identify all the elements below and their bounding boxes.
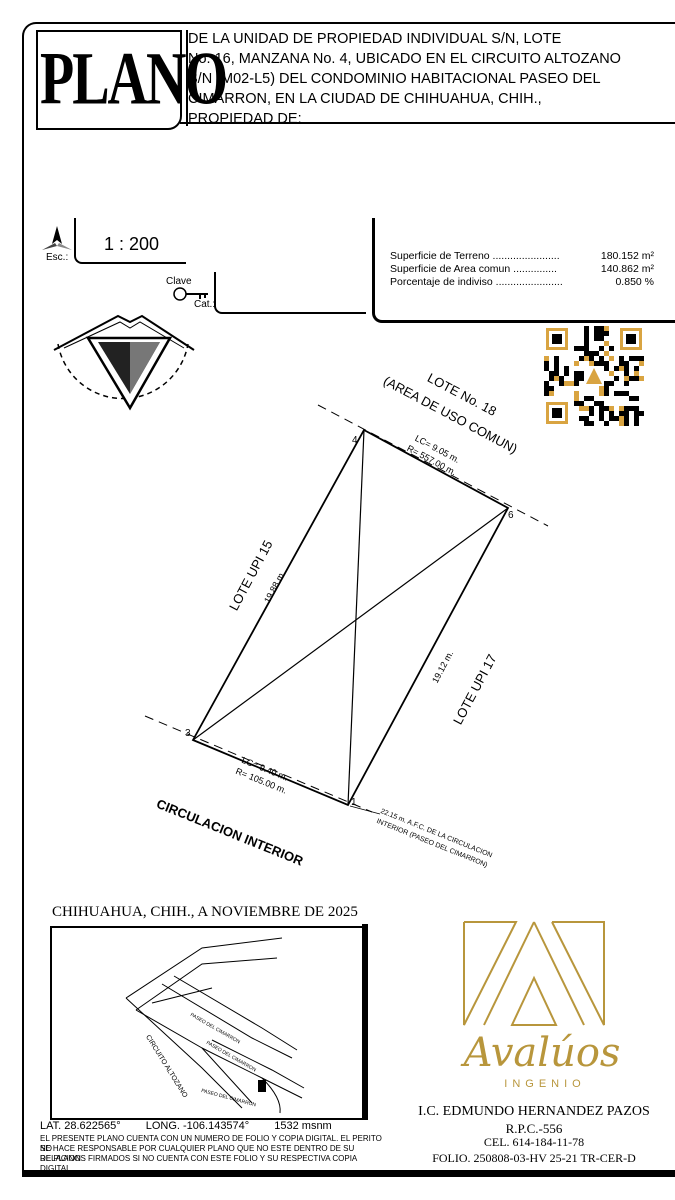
area-label: Porcentaje de indiviso .................…	[390, 276, 563, 288]
coords-row: LAT. 28.622565° LONG. -106.143574° 1532 …	[40, 1120, 332, 1132]
header-divider	[186, 30, 188, 126]
vertex-label-1: 1	[351, 797, 357, 808]
longitude: LONG. -106.143574°	[145, 1120, 250, 1132]
header-line-4: CIMARRON, EN LA CIUDAD DE CHIHUAHUA, CHI…	[188, 91, 542, 107]
area-label: Superficie de Area comun ...............	[390, 263, 557, 275]
vertex-label-4: 4	[352, 435, 358, 446]
signer-cel: CEL. 614-184-11-78	[483, 1135, 585, 1149]
plano-title: PLANO	[40, 37, 228, 122]
disclaimer-line-3: DE PLANOS FIRMADOS SI NO CUENTA CON ESTE…	[40, 1154, 357, 1173]
map-shadow	[362, 924, 368, 1120]
area-value: 140.862 m²	[600, 263, 654, 275]
vertex-label-6: 6	[508, 510, 514, 521]
header-line-3: S/N (M02-L5) DEL CONDOMINIO HABITACIONAL…	[188, 71, 601, 87]
area-row-comun: Superficie de Area comun ...............…	[390, 263, 654, 275]
area-box	[372, 218, 675, 323]
header-line-1: DE LA UNIDAD DE PROPIEDAD INDIVIDUAL S/N…	[188, 31, 562, 47]
signer-rpc: R.P.C.-556	[505, 1121, 563, 1136]
plano-title-box	[36, 30, 182, 130]
scale-box	[74, 218, 186, 264]
disclaimer-line-2: SE HACE RESPONSABLE POR CUALQUIER PLANO …	[40, 1144, 355, 1163]
altitude: 1532 msnm	[274, 1120, 332, 1132]
area-value: 0.850 %	[615, 276, 654, 288]
scale-label: Esc.:	[46, 252, 69, 263]
page-frame	[22, 22, 675, 1172]
cat-box	[214, 272, 366, 314]
area-row-indiviso: Porcentaje de indiviso .................…	[390, 276, 654, 288]
vertex-label-3: 3	[185, 728, 191, 739]
area-label: Superficie de Terreno ..................…	[390, 250, 560, 262]
signer-folio: FOLIO. 250808-03-HV 25-21 TR-CER-D	[432, 1151, 636, 1165]
page-bottom-bar	[22, 1172, 675, 1177]
map-roads	[125, 937, 305, 1114]
scale-value: 1 : 200	[104, 234, 160, 254]
brand-script: Avalúos	[463, 1030, 621, 1076]
key-icon	[173, 287, 208, 301]
header-underline	[180, 122, 675, 124]
area-value: 180.152 m²	[600, 250, 654, 262]
qr-modules	[544, 326, 644, 426]
avaluos-logo-icon	[463, 921, 605, 1026]
north-compass-icon	[53, 314, 195, 411]
disclaimer-line-1: EL PRESENTE PLANO CUENTA CON UN NUMERO D…	[40, 1134, 382, 1153]
latitude: LAT. 28.622565°	[40, 1120, 121, 1132]
north-arrow-icon	[42, 226, 72, 250]
brand-sub: INGENIO	[504, 1078, 586, 1090]
header-line-2: No. 16, MANZANA No. 4, UBICADO EN EL CIR…	[188, 51, 621, 67]
clave-label: Clave	[166, 276, 192, 287]
area-row-terreno: Superficie de Terreno ..................…	[390, 250, 654, 262]
location-date: CHIHUAHUA, CHIH., A NOVIEMBRE DE 2025	[52, 904, 358, 920]
location-map: CIRCUITO ALTOZANO PASEO DEL CIMARRON PAS…	[50, 926, 368, 1120]
header-line-5: PROPIEDAD DE:	[188, 111, 302, 127]
signer-name: I.C. EDMUNDO HERNANDEZ PAZOS	[418, 1104, 650, 1119]
qr-code	[544, 326, 644, 426]
cat-label: Cat.:	[194, 299, 216, 310]
